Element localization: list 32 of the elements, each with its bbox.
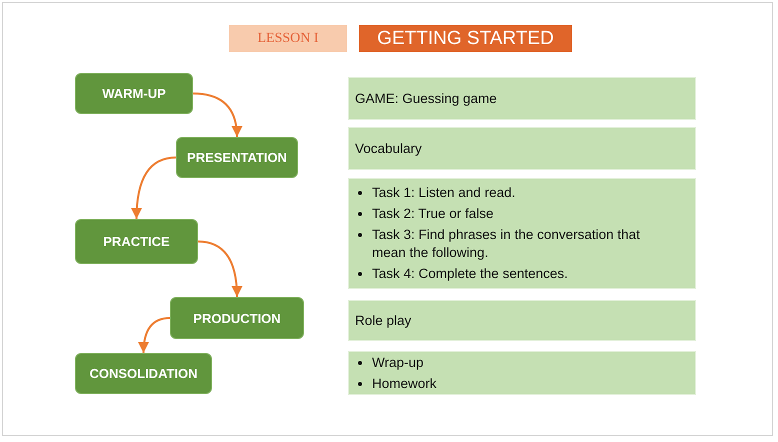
- stage-box: [176, 137, 298, 178]
- list-item-text: Wrap-up: [372, 354, 424, 372]
- lesson-tag: [229, 25, 347, 52]
- stage-box: [75, 73, 193, 114]
- stage-box: [170, 297, 304, 339]
- list-item-text: Task 2: True or false: [372, 205, 494, 223]
- list-item-text: Homework: [372, 374, 437, 392]
- stage-label: PRESENTATION: [187, 150, 287, 165]
- activity-panel: [348, 77, 696, 120]
- activity-panel: [348, 178, 696, 289]
- arrow: [131, 156, 176, 220]
- stage-label: PRODUCTION: [193, 310, 281, 326]
- arrow: [192, 92, 242, 138]
- activity-text: Vocabulary: [355, 141, 422, 156]
- lesson-label: LESSON I: [257, 30, 319, 46]
- list-item-text: Task 3: Find phrases in the conversation that mean the following.: [372, 226, 641, 262]
- stage-label: PRACTICE: [103, 234, 170, 249]
- stage-box: [75, 219, 198, 264]
- stage-label: WARM-UP: [102, 86, 166, 101]
- activity-panel: [348, 300, 696, 341]
- stage-box: [75, 353, 212, 394]
- list-item-text: Task 4: Complete the sentences.: [372, 265, 568, 283]
- activity-panel: [348, 351, 696, 395]
- activity-text: GAME: Guessing game: [355, 91, 497, 106]
- title-text: GETTING STARTED: [377, 28, 554, 50]
- stage-label: CONSOLIDATION: [89, 366, 198, 381]
- list-item-text: Task 1: Listen and read.: [372, 184, 516, 202]
- arrow: [138, 317, 170, 354]
- arrow: [198, 240, 242, 298]
- activity-panel: [348, 127, 696, 170]
- activity-text: Role play: [355, 313, 412, 328]
- title-banner: [359, 25, 572, 52]
